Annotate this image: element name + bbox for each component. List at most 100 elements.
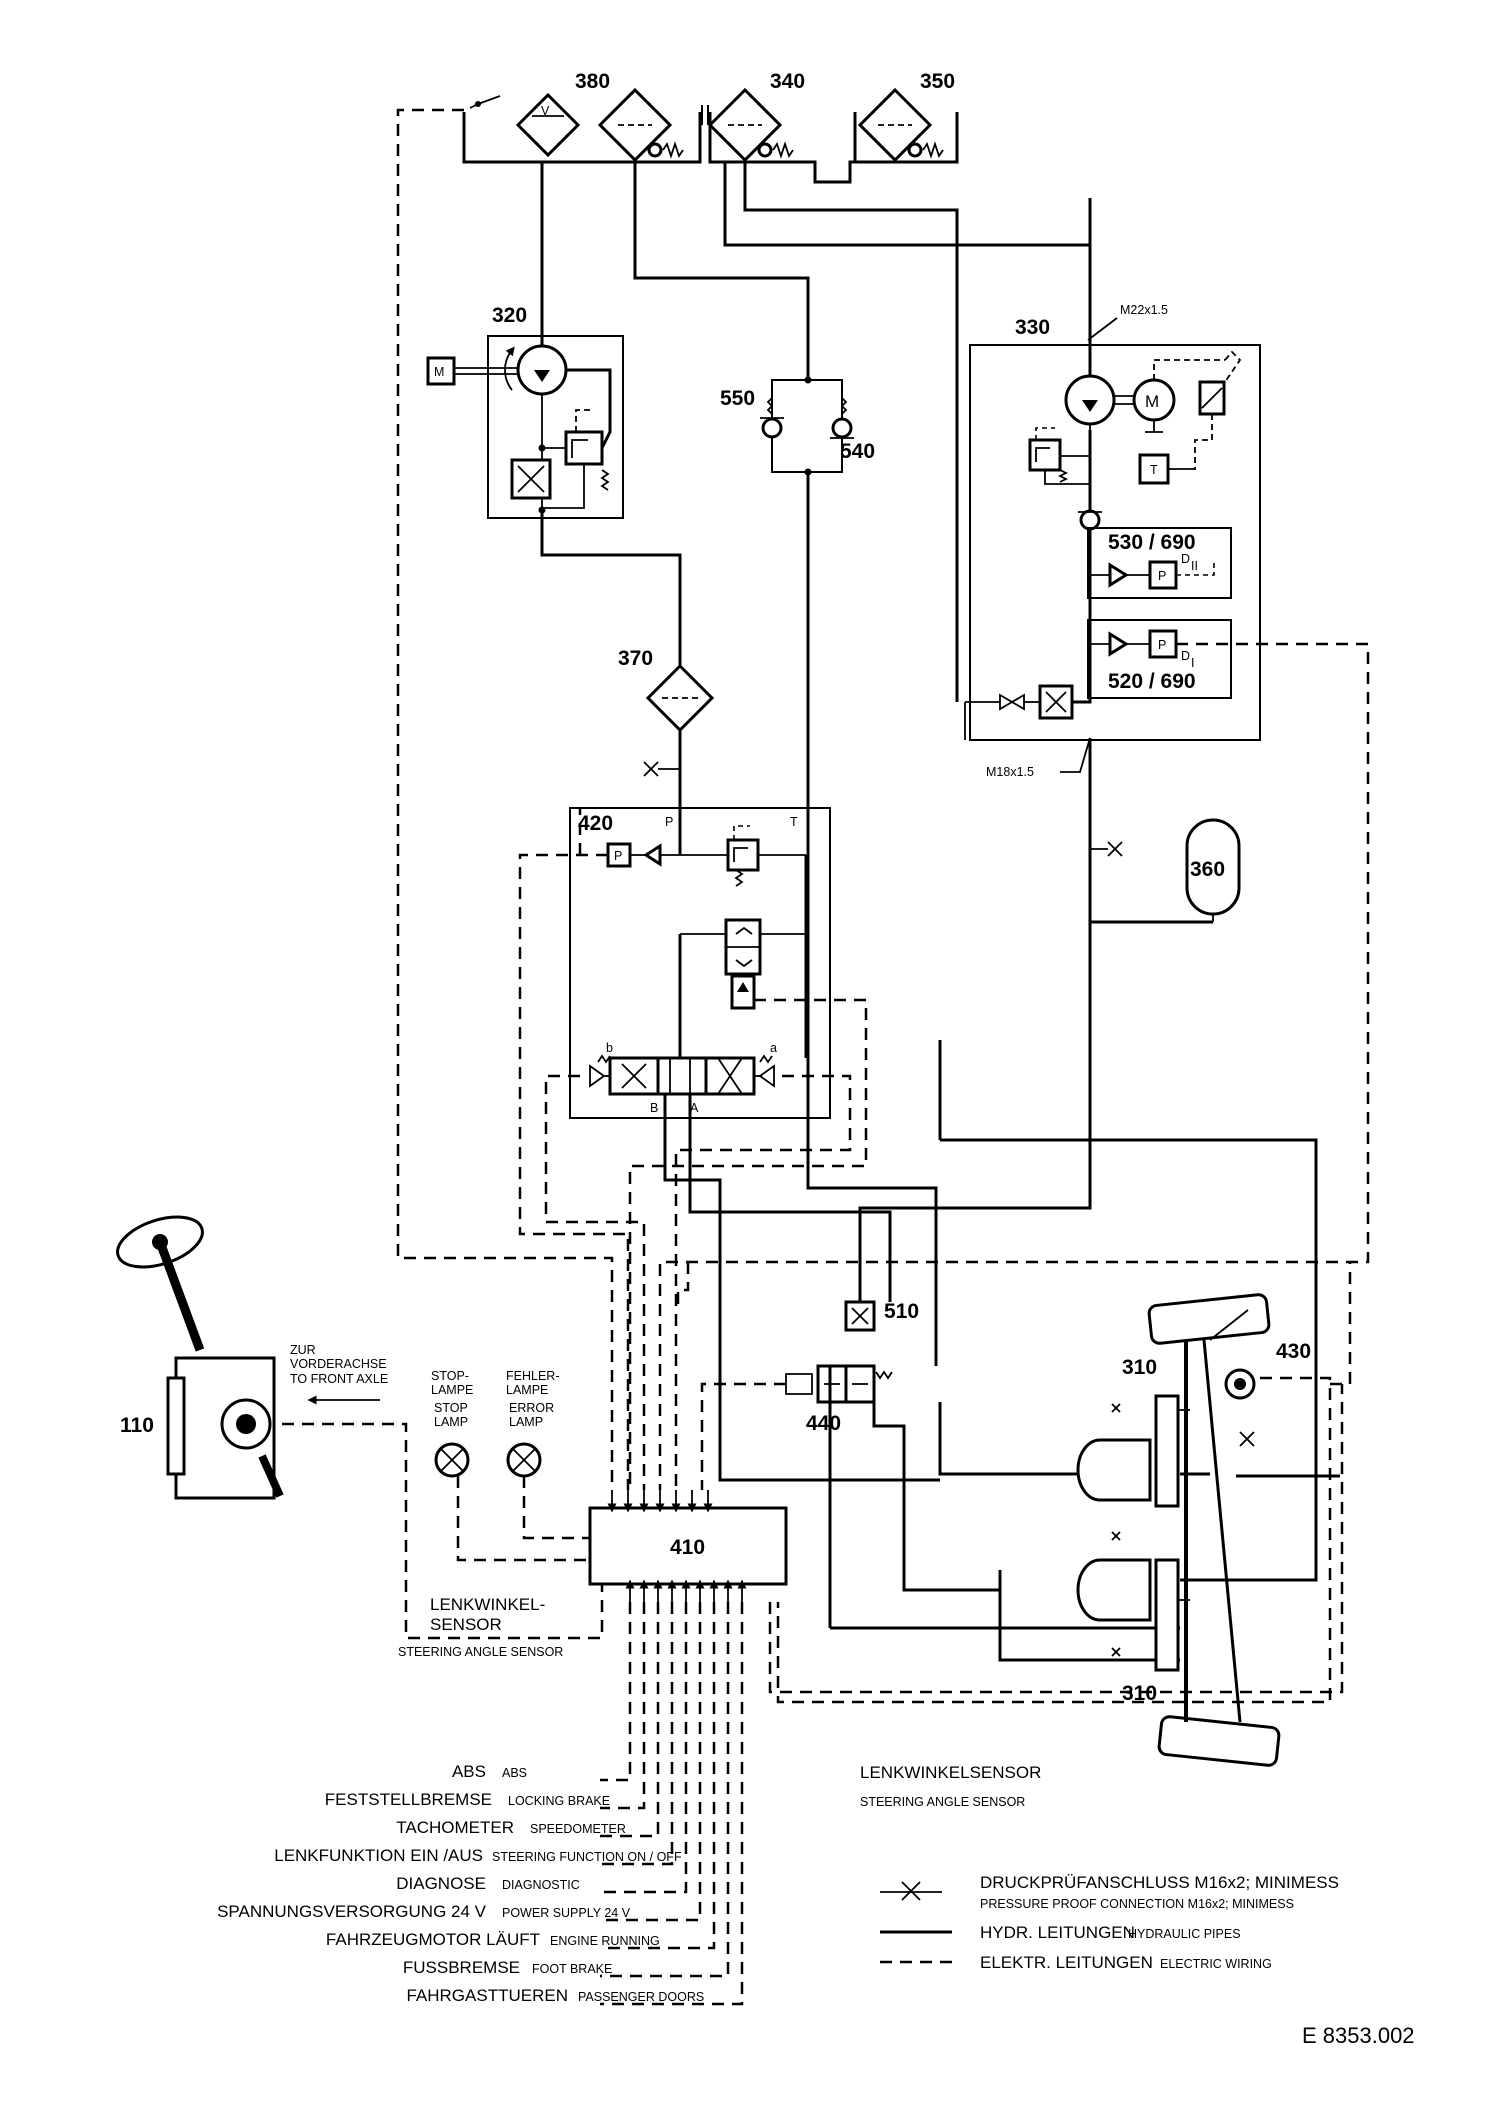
- svg-text:LENKFUNKTION EIN /AUS: LENKFUNKTION EIN /AUS: [274, 1846, 483, 1865]
- svg-text:M22x1.5: M22x1.5: [1120, 303, 1168, 317]
- sensor2-label-de: LENKWINKELSENSOR: [860, 1763, 1041, 1782]
- sensor-label-en: STEERING ANGLE SENSOR: [398, 1645, 563, 1659]
- svg-text:LAMPE: LAMPE: [431, 1383, 473, 1397]
- svg-text:T: T: [790, 815, 798, 829]
- label-380: 380: [575, 70, 610, 93]
- legend-pressure-connection: DRUCKPRÜFANSCHLUSS M16x2; MINIMESS PRESS…: [880, 1873, 1339, 1911]
- label-330: 330: [1015, 316, 1050, 339]
- svg-text:LAMP: LAMP: [434, 1415, 468, 1429]
- input-foot-brake: FUSSBREMSE FOOT BRAKE: [403, 1958, 612, 1977]
- electric-wiring: [282, 108, 1370, 2006]
- legend: DRUCKPRÜFANSCHLUSS M16x2; MINIMESS PRESS…: [880, 1873, 1339, 1972]
- svg-text:ENGINE RUNNING: ENGINE RUNNING: [550, 1934, 660, 1948]
- label-370: 370: [618, 647, 653, 670]
- svg-text:STOP-: STOP-: [431, 1369, 469, 1383]
- valve-block-420: 420 P T P b a B A: [569, 807, 831, 1119]
- svg-text:PASSENGER DOORS: PASSENGER DOORS: [578, 1990, 704, 2004]
- svg-text:FAHRZEUGMOTOR LÄUFT: FAHRZEUGMOTOR LÄUFT: [326, 1930, 540, 1949]
- svg-text:B: B: [650, 1101, 658, 1115]
- svg-text:P: P: [1158, 569, 1166, 583]
- svg-text:PRESSURE PROOF CONNECTION M16: PRESSURE PROOF CONNECTION M16x2; MINIMES…: [980, 1897, 1294, 1911]
- svg-text:DRUCKPRÜFANSCHLUSS M16x2; MINI: DRUCKPRÜFANSCHLUSS M16x2; MINIMESS: [980, 1873, 1339, 1892]
- svg-text:a: a: [770, 1041, 777, 1055]
- drawing-number: E 8353.002: [1302, 2023, 1415, 2048]
- tank-filter-350: 350: [857, 70, 955, 163]
- svg-text:V: V: [541, 104, 550, 118]
- input-steering-function: LENKFUNKTION EIN /AUS STEERING FUNCTION …: [274, 1846, 682, 1865]
- svg-text:SPANNUNGSVERSORGUNG 24 V: SPANNUNGSVERSORGUNG 24 V: [217, 1902, 487, 1921]
- input-abs: ABS ABS: [452, 1762, 527, 1781]
- svg-text:b: b: [606, 1041, 613, 1055]
- label-550: 550: [720, 387, 755, 410]
- svg-text:ERROR: ERROR: [509, 1401, 554, 1415]
- hydraulic-pipes: [540, 162, 1340, 1662]
- steering-gear-110: 110 ZUR VORDERACHSE TO FRONT AXLE: [116, 1215, 388, 1500]
- control-unit-410: 410: [588, 1490, 788, 1602]
- input-speedometer: TACHOMETER SPEEDOMETER: [396, 1818, 626, 1837]
- svg-text:FEHLER-: FEHLER-: [506, 1369, 559, 1383]
- svg-text:HYDR. LEITUNGEN: HYDR. LEITUNGEN: [980, 1923, 1135, 1942]
- svg-text:STEERING FUNCTION ON / OFF: STEERING FUNCTION ON / OFF: [492, 1850, 682, 1864]
- svg-text:T: T: [1150, 463, 1158, 477]
- rear-axle-310-430: 430 310 310: [1076, 1293, 1311, 1767]
- svg-text:A: A: [690, 1101, 699, 1115]
- svg-text:M: M: [1145, 392, 1159, 411]
- valves-510-440: 510 440: [785, 1300, 919, 1435]
- sensor-labels: LENKWINKEL- SENSOR STEERING ANGLE SENSOR…: [398, 1595, 1041, 1809]
- sensor-label-de-1: LENKWINKEL-: [430, 1595, 545, 1614]
- svg-text:M: M: [434, 365, 444, 379]
- svg-text:TACHOMETER: TACHOMETER: [396, 1818, 514, 1837]
- svg-text:P: P: [1158, 638, 1166, 652]
- svg-text:ELECTRIC WIRING: ELECTRIC WIRING: [1160, 1957, 1272, 1971]
- label-430: 430: [1276, 1340, 1311, 1363]
- label-310-bottom: 310: [1122, 1682, 1157, 1705]
- label-540: 540: [840, 440, 875, 463]
- tank-filter-340: 340: [707, 70, 805, 163]
- legend-hydraulic-pipes: HYDR. LEITUNGEN HYDRAULIC PIPES: [880, 1923, 1241, 1942]
- svg-text:FAHRGASTTUEREN: FAHRGASTTUEREN: [406, 1986, 568, 2005]
- input-passenger-doors: FAHRGASTTUEREN PASSENGER DOORS: [406, 1986, 704, 2005]
- label-420: 420: [578, 812, 613, 835]
- svg-text:LAMPE: LAMPE: [506, 1383, 548, 1397]
- label-510: 510: [884, 1300, 919, 1323]
- control-unit-top-arrows: [607, 1490, 713, 1513]
- sensor-label-de-2: SENSOR: [430, 1615, 502, 1634]
- label-440: 440: [806, 1412, 841, 1435]
- svg-text:STOP: STOP: [434, 1401, 468, 1415]
- svg-text:FUSSBREMSE: FUSSBREMSE: [403, 1958, 520, 1977]
- sensor2-label-en: STEERING ANGLE SENSOR: [860, 1795, 1025, 1809]
- svg-text:LAMP: LAMP: [509, 1415, 543, 1429]
- pump-unit-320: M 320: [426, 304, 624, 519]
- svg-text:D: D: [1181, 552, 1190, 566]
- label-520-690: 520 / 690: [1108, 670, 1196, 693]
- label-410: 410: [670, 1536, 705, 1559]
- legend-electric-wiring: ELEKTR. LEITUNGEN ELECTRIC WIRING: [880, 1953, 1272, 1972]
- input-power-supply: SPANNUNGSVERSORGUNG 24 V POWER SUPPLY 24…: [217, 1902, 631, 1921]
- input-diagnostic: DIAGNOSE DIAGNOSTIC: [396, 1874, 580, 1893]
- label-310-top: 310: [1122, 1356, 1157, 1379]
- input-locking-brake: FESTSTELLBREMSE LOCKING BRAKE: [325, 1790, 610, 1809]
- filter-370: 370: [618, 647, 715, 777]
- control-unit-bottom-arrows: [625, 1579, 747, 1602]
- svg-text:ELEKTR. LEITUNGEN: ELEKTR. LEITUNGEN: [980, 1953, 1153, 1972]
- svg-text:LOCKING BRAKE: LOCKING BRAKE: [508, 1794, 610, 1808]
- svg-text:II: II: [1191, 559, 1198, 573]
- svg-text:ABS: ABS: [452, 1762, 486, 1781]
- label-530-690: 530 / 690: [1108, 531, 1196, 554]
- svg-text:P: P: [665, 815, 673, 829]
- label-340: 340: [770, 70, 805, 93]
- motor-pump-330: 330 M22x1.5 M T 530 / 690 P D II: [964, 303, 1261, 779]
- label-350: 350: [920, 70, 955, 93]
- svg-text:DIAGNOSE: DIAGNOSE: [396, 1874, 486, 1893]
- lamps: STOP- LAMPE STOP LAMP FEHLER- LAMPE ERRO…: [431, 1369, 559, 1478]
- svg-text:DIAGNOSTIC: DIAGNOSTIC: [502, 1878, 580, 1892]
- svg-text:FESTSTELLBREMSE: FESTSTELLBREMSE: [325, 1790, 492, 1809]
- svg-text:P: P: [614, 849, 622, 863]
- label-110: 110: [120, 1414, 154, 1437]
- svg-text:D: D: [1181, 649, 1190, 663]
- svg-text:ZUR: ZUR: [290, 1343, 316, 1357]
- svg-text:M18x1.5: M18x1.5: [986, 765, 1034, 779]
- svg-text:POWER SUPPLY 24 V: POWER SUPPLY 24 V: [502, 1906, 631, 1920]
- svg-text:TO FRONT AXLE: TO FRONT AXLE: [290, 1372, 388, 1386]
